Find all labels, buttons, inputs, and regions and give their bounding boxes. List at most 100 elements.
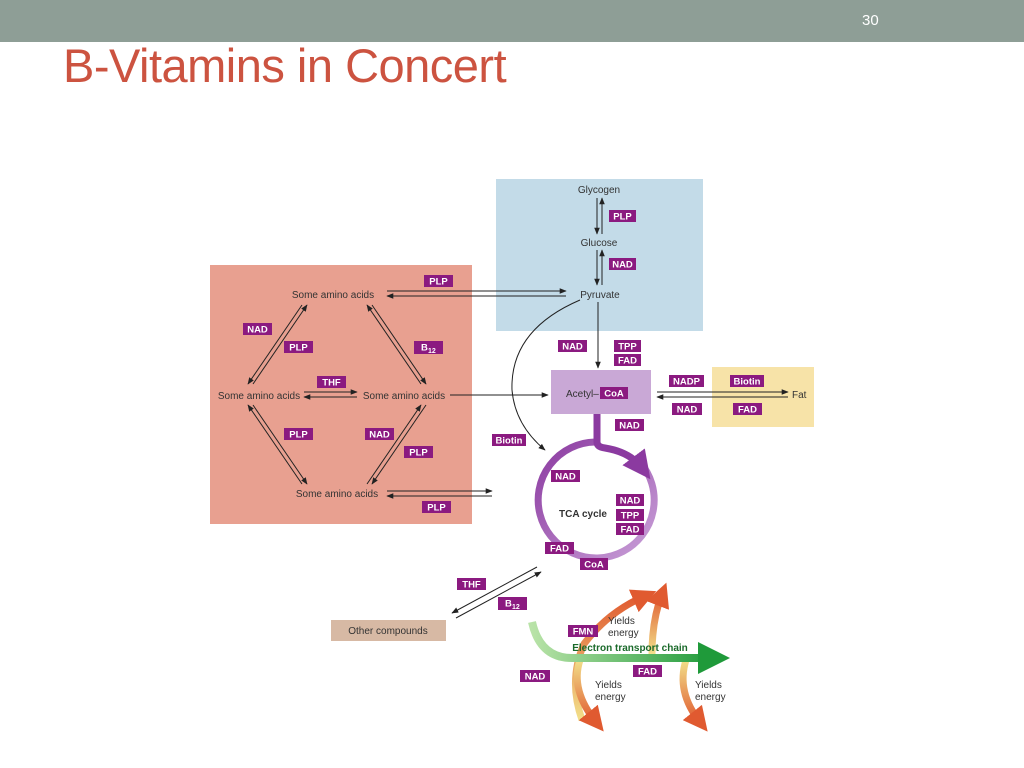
energy-arrow-up-left — [571, 589, 657, 722]
svg-text:THF: THF — [322, 378, 341, 389]
svg-text:PLP: PLP — [289, 430, 308, 441]
coenzyme-badge: Biotin — [492, 434, 526, 447]
coenzyme-badge: CoA — [580, 558, 608, 571]
svg-text:NAD: NAD — [612, 260, 633, 271]
acetyl-label: Acetyl– — [566, 389, 599, 400]
pyruvate-label: Pyruvate — [580, 290, 620, 301]
amino-acids-left-label: Some amino acids — [218, 391, 300, 402]
other-compounds-box — [331, 620, 446, 641]
coenzyme-badge: CoA — [600, 387, 628, 400]
amino-acids-bottom-label: Some amino acids — [296, 489, 378, 500]
amino-top-to-left-arrow — [247, 304, 303, 385]
svg-text:NAD: NAD — [677, 405, 698, 416]
coenzyme-badge: THF — [457, 578, 486, 591]
energy-arrow-down-left — [573, 658, 604, 732]
yields-energy-top-label-2: energy — [608, 628, 639, 639]
amino-bottom-to-left-arrow — [247, 404, 303, 485]
coenzyme-badge: NAD — [243, 323, 272, 336]
svg-text:NAD: NAD — [555, 472, 576, 483]
coenzyme-badge: NAD — [615, 419, 644, 432]
coenzyme-badge: NAD — [551, 470, 580, 483]
slide-header-bar — [0, 0, 1024, 42]
coenzyme-badge: PLP — [404, 446, 433, 459]
carbohydrate-region — [496, 179, 703, 331]
yields-energy-right-label-1: Yields — [695, 680, 722, 691]
amino-acids-top-label: Some amino acids — [292, 290, 374, 301]
fat-label: Fat — [792, 390, 807, 401]
svg-text:NADP: NADP — [673, 377, 701, 388]
svg-text:FAD: FAD — [618, 356, 637, 367]
amino-left-to-top-arrow — [252, 304, 308, 385]
coenzyme-badge: FAD — [633, 665, 662, 678]
svg-text:Biotin: Biotin — [496, 436, 523, 447]
electron-transport-chain-arrow — [528, 620, 730, 674]
amino-acids-middle-label: Some amino acids — [363, 391, 445, 402]
svg-text:CoA: CoA — [604, 389, 624, 400]
svg-text:B: B — [421, 343, 428, 354]
coenzyme-badge: FMN — [568, 625, 598, 638]
acetyl-to-tca-arrow — [593, 414, 651, 480]
svg-text:NAD: NAD — [619, 421, 640, 432]
svg-text:NAD: NAD — [620, 496, 641, 507]
svg-text:12: 12 — [428, 348, 436, 355]
energy-arrow-down-right — [679, 658, 708, 732]
coenzyme-badge: FAD — [614, 354, 641, 367]
amino-left-to-bottom-arrow — [252, 404, 308, 485]
svg-text:TPP: TPP — [621, 511, 640, 522]
svg-text:PLP: PLP — [429, 277, 448, 288]
svg-text:NAD: NAD — [525, 672, 546, 683]
svg-text:Biotin: Biotin — [734, 377, 761, 388]
coenzyme-badge: PLP — [284, 341, 313, 354]
coenzyme-badge: TPP — [616, 509, 644, 522]
coenzyme-badge: PLP — [424, 275, 453, 288]
coenzyme-badge: PLP — [609, 210, 636, 223]
svg-text:PLP: PLP — [613, 212, 632, 223]
svg-text:FAD: FAD — [738, 405, 757, 416]
slide-title: B-Vitamins in Concert — [63, 39, 507, 92]
glucose-label: Glucose — [581, 238, 618, 249]
yields-energy-right-label-2: energy — [695, 692, 726, 703]
svg-text:NAD: NAD — [369, 430, 390, 441]
other-compounds-label: Other compounds — [348, 626, 428, 637]
coenzyme-badge: FAD — [545, 542, 574, 555]
amino-middle-to-top-arrow — [366, 304, 422, 385]
svg-text:FAD: FAD — [621, 525, 640, 536]
coenzyme-badge: THF — [317, 376, 346, 389]
coenzyme-badge: NAD — [616, 494, 644, 507]
yields-energy-top-label-1: Yields — [608, 616, 635, 627]
svg-text:THF: THF — [462, 580, 481, 591]
electron-transport-chain-label: Electron transport chain — [572, 643, 688, 654]
svg-text:NAD: NAD — [562, 342, 583, 353]
svg-text:TPP: TPP — [618, 342, 637, 353]
amino-top-to-middle-arrow — [371, 304, 427, 385]
coenzyme-badge: Biotin — [730, 375, 764, 388]
svg-text:B: B — [505, 599, 512, 610]
coenzyme-badge: TPP — [614, 340, 641, 353]
energy-arrow-up — [646, 582, 670, 655]
coenzyme-badge: NAD — [558, 340, 587, 353]
svg-text:CoA: CoA — [584, 560, 604, 571]
coenzyme-badge: FAD — [616, 523, 644, 536]
svg-text:FMN: FMN — [573, 627, 594, 638]
tca-cycle-label: TCA cycle — [559, 509, 607, 520]
svg-text:NAD: NAD — [247, 325, 268, 336]
amino-acid-region — [210, 265, 472, 524]
coenzyme-badge: FAD — [733, 403, 762, 416]
svg-text:PLP: PLP — [409, 448, 428, 459]
coenzyme-badge: NAD — [672, 403, 702, 416]
svg-text:12: 12 — [512, 604, 520, 611]
other-to-tca-arrow — [455, 571, 542, 619]
slide-number: 30 — [862, 12, 879, 29]
pyruvate-to-tca-arrow — [511, 299, 581, 451]
svg-text:FAD: FAD — [550, 544, 569, 555]
yields-energy-left-label-2: energy — [595, 692, 626, 703]
coenzyme-badge: PLP — [284, 428, 313, 441]
glycogen-label: Glycogen — [578, 185, 620, 196]
svg-text:FAD: FAD — [638, 667, 657, 678]
coenzyme-badge: NAD — [365, 428, 394, 441]
amino-bottom-to-middle-arrow — [366, 404, 422, 485]
coenzyme-badge: PLP — [422, 501, 451, 514]
